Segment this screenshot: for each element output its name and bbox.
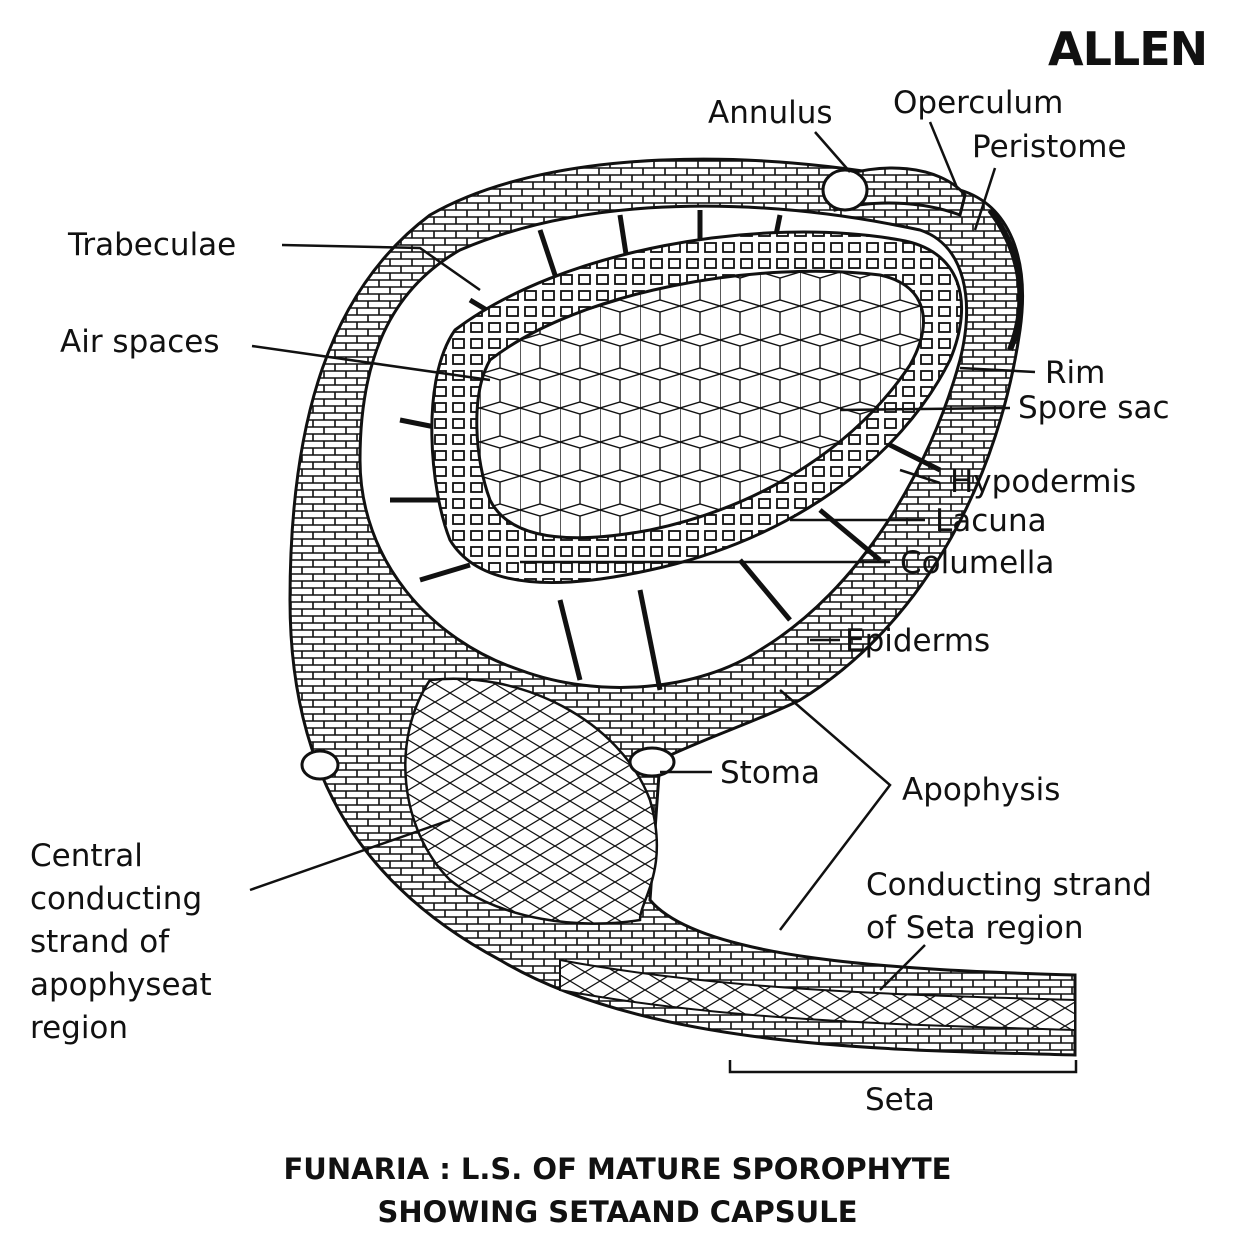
label-stoma: Stoma	[720, 755, 820, 791]
apophysis-strand	[404, 677, 659, 925]
columella	[475, 269, 925, 540]
label-conducting-line2: of Seta region	[866, 910, 1084, 946]
label-trabeculae: Trabeculae	[68, 227, 237, 263]
caption-line1: FUNARIA : L.S. OF MATURE SPOROPHYTE	[283, 1152, 952, 1186]
stoma-left	[300, 749, 340, 781]
label-seta: Seta	[865, 1082, 935, 1118]
label-operculum: Operculum	[893, 85, 1064, 121]
label-air-spaces: Air spaces	[60, 324, 220, 360]
label-central-line4: apophyseat	[30, 967, 212, 1003]
label-lacuna: Lacuna	[935, 503, 1047, 539]
label-hypodermis: Hypodermis	[950, 464, 1137, 500]
label-columella: Columella	[900, 545, 1055, 581]
label-conducting-strand-seta: Conducting strand of Seta region	[866, 864, 1206, 950]
leader-lines	[249, 121, 1078, 1074]
label-annulus: Annulus	[708, 95, 833, 131]
label-central-line3: strand of	[30, 924, 170, 960]
stoma-right	[628, 746, 676, 778]
seta-conducting-strand	[559, 958, 1076, 1032]
label-rim: Rim	[1045, 355, 1106, 391]
label-apophysis: Apophysis	[902, 772, 1061, 808]
brand-logo: ALLEN	[1048, 22, 1208, 76]
annulus	[821, 168, 869, 212]
label-epiderms: Epiderms	[845, 623, 991, 659]
label-central-line5: region	[30, 1010, 129, 1046]
label-spore-sac: Spore sac	[1018, 390, 1170, 426]
caption-line2: SHOWING SETAAND CAPSULE	[377, 1195, 858, 1229]
label-central-conducting-strand: Central conducting strand of apophyseat …	[30, 835, 270, 1050]
label-peristome: Peristome	[972, 129, 1127, 165]
label-central-line2: conducting	[30, 881, 203, 917]
label-conducting-line1: Conducting strand	[866, 867, 1152, 903]
label-central-line1: Central	[30, 838, 143, 874]
peristome	[987, 208, 1024, 352]
